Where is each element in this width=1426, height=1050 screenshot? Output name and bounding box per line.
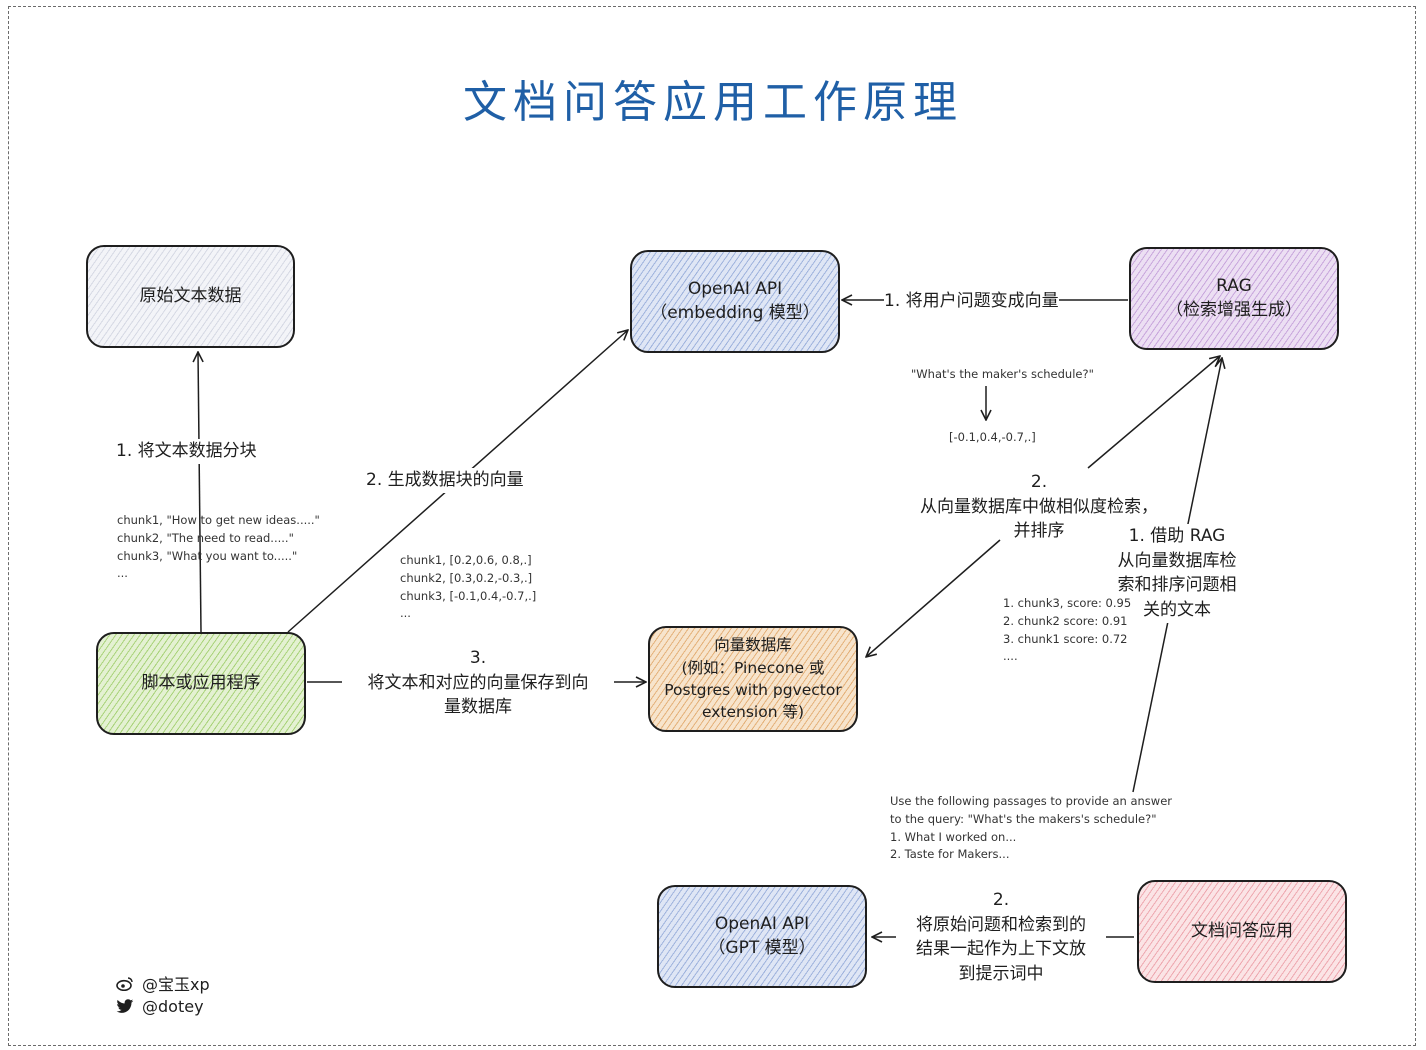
weibo-icon [116, 976, 133, 991]
diagram-frame [8, 6, 1416, 1046]
twitter-icon [116, 999, 134, 1013]
note-chunks: chunk1, "How to get new ideas....." chun… [117, 513, 320, 581]
node-script-app: 脚本或应用程序 [96, 632, 306, 735]
node-openai-embedding: OpenAI API （embedding 模型） [630, 250, 840, 353]
edge-search-to-vectordb [866, 539, 1001, 657]
credit-weibo-handle: @宝玉xp [142, 975, 210, 994]
label-question-to-vector: 1. 将用户问题变成向量 [884, 289, 1059, 314]
note-scores: 1. chunk3, score: 0.95 2. chunk2 score: … [1003, 596, 1132, 664]
node-vector-db: 向量数据库 (例如：Pinecone 或 Postgres with pgvec… [648, 626, 858, 732]
label-save-vectors: 3. 将文本和对应的向量保存到向 量数据库 [342, 646, 614, 720]
node-openai-gpt: OpenAI API （GPT 模型） [657, 885, 867, 988]
credit-twitter-handle: @dotey [142, 997, 204, 1016]
edge-vectordb-to-rag [1087, 356, 1220, 469]
note-query-vector: [-0.1,0.4,-0.7,.] [949, 430, 1036, 444]
diagram-title: 文档问答应用工作原理 [463, 77, 963, 128]
node-rag: RAG （检索增强生成） [1129, 247, 1339, 350]
credit-weibo: @宝玉xp [116, 971, 210, 995]
node-raw-text: 原始文本数据 [86, 245, 295, 348]
label-combine-prompt: 2. 将原始问题和检索到的 结果一起作为上下文放 到提示词中 [896, 888, 1106, 987]
edge-app-to-raw [198, 352, 201, 633]
note-query: "What's the maker's schedule?" [911, 367, 1094, 381]
label-similarity-search: 2. 从向量数据库中做相似度检索， 并排序 [920, 472, 1158, 542]
label-chunk-text: 1. 将文本数据分块 [116, 439, 257, 464]
note-chunk-vectors: chunk1, [0.2,0.6, 0.8,.] chunk2, [0.3,0.… [400, 553, 537, 621]
credit-twitter: @dotey [116, 997, 204, 1016]
label-gen-vectors: 2. 生成数据块的向量 [366, 468, 524, 493]
note-prompt: Use the following passages to provide an… [890, 794, 1172, 862]
label-rag-retrieve: 1. 借助 RAG 从向量数据库检 索和排序问题相 关的文本 [1100, 524, 1254, 623]
node-doc-qa-app: 文档问答应用 [1137, 880, 1347, 983]
